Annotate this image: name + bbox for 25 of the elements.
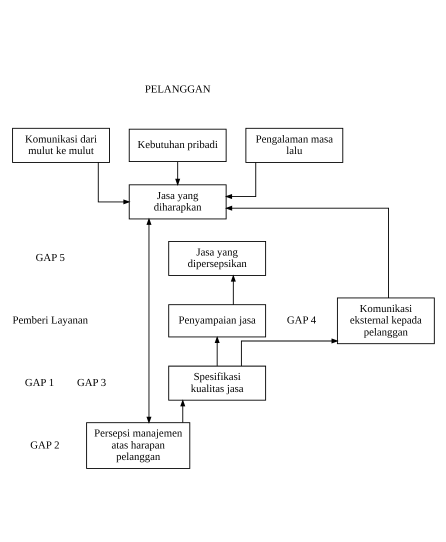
node-box: Persepsi manajemen atas harapan pelanggan [86,422,190,469]
node-box: Penyampaian jasa [168,304,266,338]
arrow [175,161,180,186]
node-box: Spesifikasi kualitas jasa [168,366,266,401]
label: PELANGGAN [144,84,211,96]
node-box: Jasa yang diharapkan [128,184,227,220]
node-box: Pengalaman masa lalu [245,128,344,163]
node-box: Komunikasi dari mulut ke mulut [12,128,110,163]
arrow [146,218,152,424]
label: GAP 5 [36,252,65,264]
node-box: Komunikasi eksternal kepada pelanggan [336,297,435,344]
arrow [224,162,256,200]
arrow [240,338,339,366]
node-box: Jasa yang dipersepsikan [168,240,266,276]
arrow [224,206,389,298]
label: GAP 2 [30,439,60,452]
arrow [230,274,236,305]
label: Pemberi Layanan [12,314,88,327]
node-box: Kebutuhan pribadi [128,128,227,162]
arrow [180,399,186,423]
label: GAP 1 [24,376,54,389]
label: GAP 4 [286,314,316,327]
arrow [98,162,131,204]
arrow [214,336,220,366]
label: GAP 3 [76,376,106,389]
